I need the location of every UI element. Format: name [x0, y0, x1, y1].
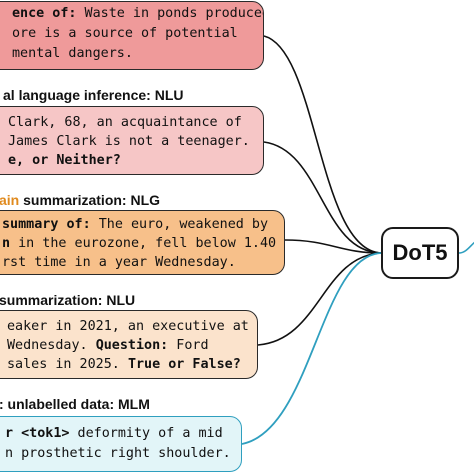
task-box-3-line-1-bold: summary of:: [2, 217, 91, 232]
task-box-1-line-3-text: mental dangers.: [12, 46, 133, 61]
connector-line-5: [241, 252, 382, 445]
task-box-4: eaker in 2021, an executive at Wednesday…: [0, 310, 258, 379]
task-box-4-line-1-text: eaker in 2021, an executive at: [7, 319, 249, 334]
task-box-5-line-1-text: deformity of a mid: [69, 426, 223, 441]
task-heading-2: al language inference: NLU: [3, 87, 183, 103]
task-box-4-line-3-bold: True or False?: [127, 357, 241, 372]
connector-line-2: [263, 141, 382, 254]
task-box-4-line-1: eaker in 2021, an executive at: [7, 318, 249, 336]
task-box-3-line-1: summary of: The euro, weakened by: [2, 216, 268, 234]
task-box-5-line-1: r <tok1> deformity of a mid: [5, 425, 223, 443]
task-box-1-line-1-text: Waste in ponds produced: [76, 6, 264, 21]
task-box-2-line-3-bold: e, or Neither?: [8, 153, 121, 168]
task-box-2-line-1: Clark, 68, an acquaintance of: [8, 114, 242, 132]
model-box: DoT5: [381, 227, 459, 279]
task-box-1-line-1: ence of: Waste in ponds produced: [12, 5, 264, 23]
task-box-3-line-2: n in the eurozone, fell below 1.40: [2, 235, 276, 253]
task-box-2-line-2: James Clark is not a teenager.: [8, 133, 250, 151]
task-box-2: Clark, 68, an acquaintance of James Clar…: [0, 106, 264, 175]
task-heading-2-text: al language inference: NLU: [3, 87, 184, 103]
task-heading-5: : unlabelled data: MLM: [0, 396, 150, 412]
task-box-3-line-3: rst time in a year Wednesday.: [2, 254, 236, 272]
task-box-4-line-2-tail: Ford: [168, 338, 209, 353]
task-box-3-line-1-text: The euro, weakened by: [90, 217, 269, 232]
task-box-5-line-2: n prosthetic right shoulder.: [5, 445, 231, 463]
task-box-2-line-2-text: James Clark is not a teenager.: [8, 134, 250, 149]
task-box-2-line-1-text: Clark, 68, an acquaintance of: [8, 115, 242, 130]
task-box-1-line-2-text: ore is a source of potential: [12, 26, 238, 41]
task-heading-3-text: summarization: NLG: [19, 192, 161, 208]
task-box-1: ence of: Waste in ponds produced ore is …: [0, 1, 264, 70]
model-label: DoT5: [392, 240, 448, 265]
task-box-4-line-2: Wednesday. Question: Ford: [7, 337, 209, 355]
task-box-3: summary of: The euro, weakened by n in t…: [0, 210, 285, 275]
task-box-5-line-2-text: n prosthetic right shoulder.: [5, 446, 231, 461]
task-box-1-line-3: mental dangers.: [12, 45, 133, 63]
task-box-4-line-3-text: sales in 2025.: [7, 357, 128, 372]
task-box-4-line-2-bold: Question:: [95, 338, 169, 353]
task-box-3-line-3-text: rst time in a year Wednesday.: [2, 255, 236, 270]
connector-line-1: [263, 35, 382, 254]
task-box-5: r <tok1> deformity of a mid n prosthetic…: [0, 416, 242, 472]
output-connector: [458, 241, 474, 254]
connector-line-4: [257, 252, 382, 346]
task-heading-3: ain summarization: NLG: [0, 192, 160, 208]
task-box-1-line-2: ore is a source of potential: [12, 25, 238, 43]
task-box-1-line-1-bold: ence of:: [12, 6, 77, 21]
task-box-3-line-2-text: in the eurozone, fell below 1.40: [10, 236, 277, 251]
task-heading-4-text: summarization: NLU: [0, 292, 136, 308]
task-heading-3-domain: ain: [0, 192, 20, 208]
task-box-3-line-2-bold: n: [2, 236, 11, 251]
task-heading-5-text: : unlabelled data: MLM: [0, 396, 150, 412]
task-box-4-line-3: sales in 2025. True or False?: [7, 356, 241, 374]
task-box-4-line-2-text: Wednesday.: [7, 338, 96, 353]
task-heading-4: summarization: NLU: [0, 292, 135, 308]
task-box-2-line-3: e, or Neither?: [8, 152, 121, 170]
connector-line-3: [284, 239, 382, 254]
task-box-5-line-1-bold: r <tok1>: [5, 426, 70, 441]
